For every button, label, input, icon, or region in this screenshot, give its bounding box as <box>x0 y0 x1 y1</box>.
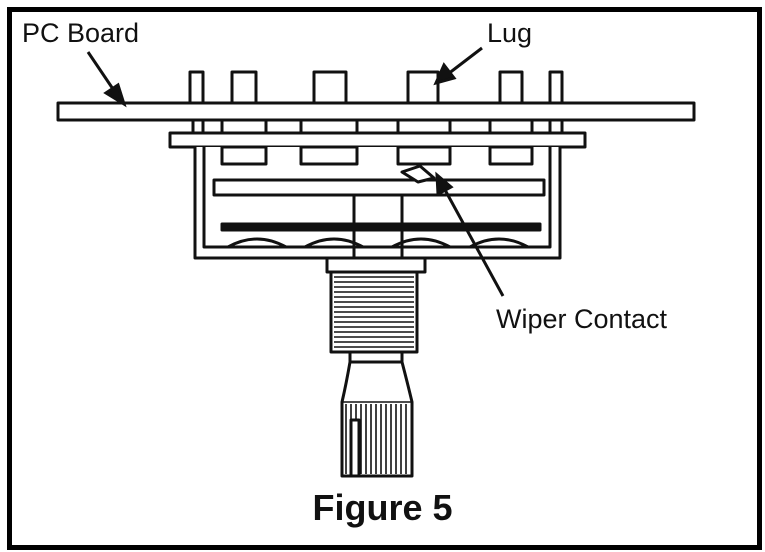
shaft-slot <box>349 418 361 478</box>
pc-board-arrowhead <box>103 82 127 108</box>
lug-pins <box>188 70 564 109</box>
mounting-flange <box>168 131 587 149</box>
pc-board-leader <box>86 51 117 93</box>
lug-label: Lug <box>487 18 533 48</box>
terminal-blocks <box>220 145 534 166</box>
wiper-contact <box>400 164 436 184</box>
lug-pin-4 <box>406 70 440 109</box>
lug-leader <box>447 46 483 76</box>
wiper-arrowhead <box>435 171 454 197</box>
housing-inner-wall <box>202 147 552 249</box>
lug-arrowhead <box>433 62 457 86</box>
shaft-knurling <box>342 401 412 474</box>
resistive-strip <box>212 178 546 197</box>
wiper-leader <box>442 187 505 297</box>
figure-caption: Figure 5 <box>312 487 453 528</box>
figure-frame <box>7 7 762 550</box>
leader-arrows <box>86 46 505 297</box>
bushing-threads <box>334 276 414 348</box>
pc-board-label: PC Board <box>22 18 140 48</box>
bushing-collar <box>325 256 427 274</box>
rotor-disk <box>220 222 542 232</box>
housing-scallops <box>227 237 529 249</box>
pc-board <box>56 101 696 122</box>
wiper-contact-label: Wiper Contact <box>496 304 668 334</box>
